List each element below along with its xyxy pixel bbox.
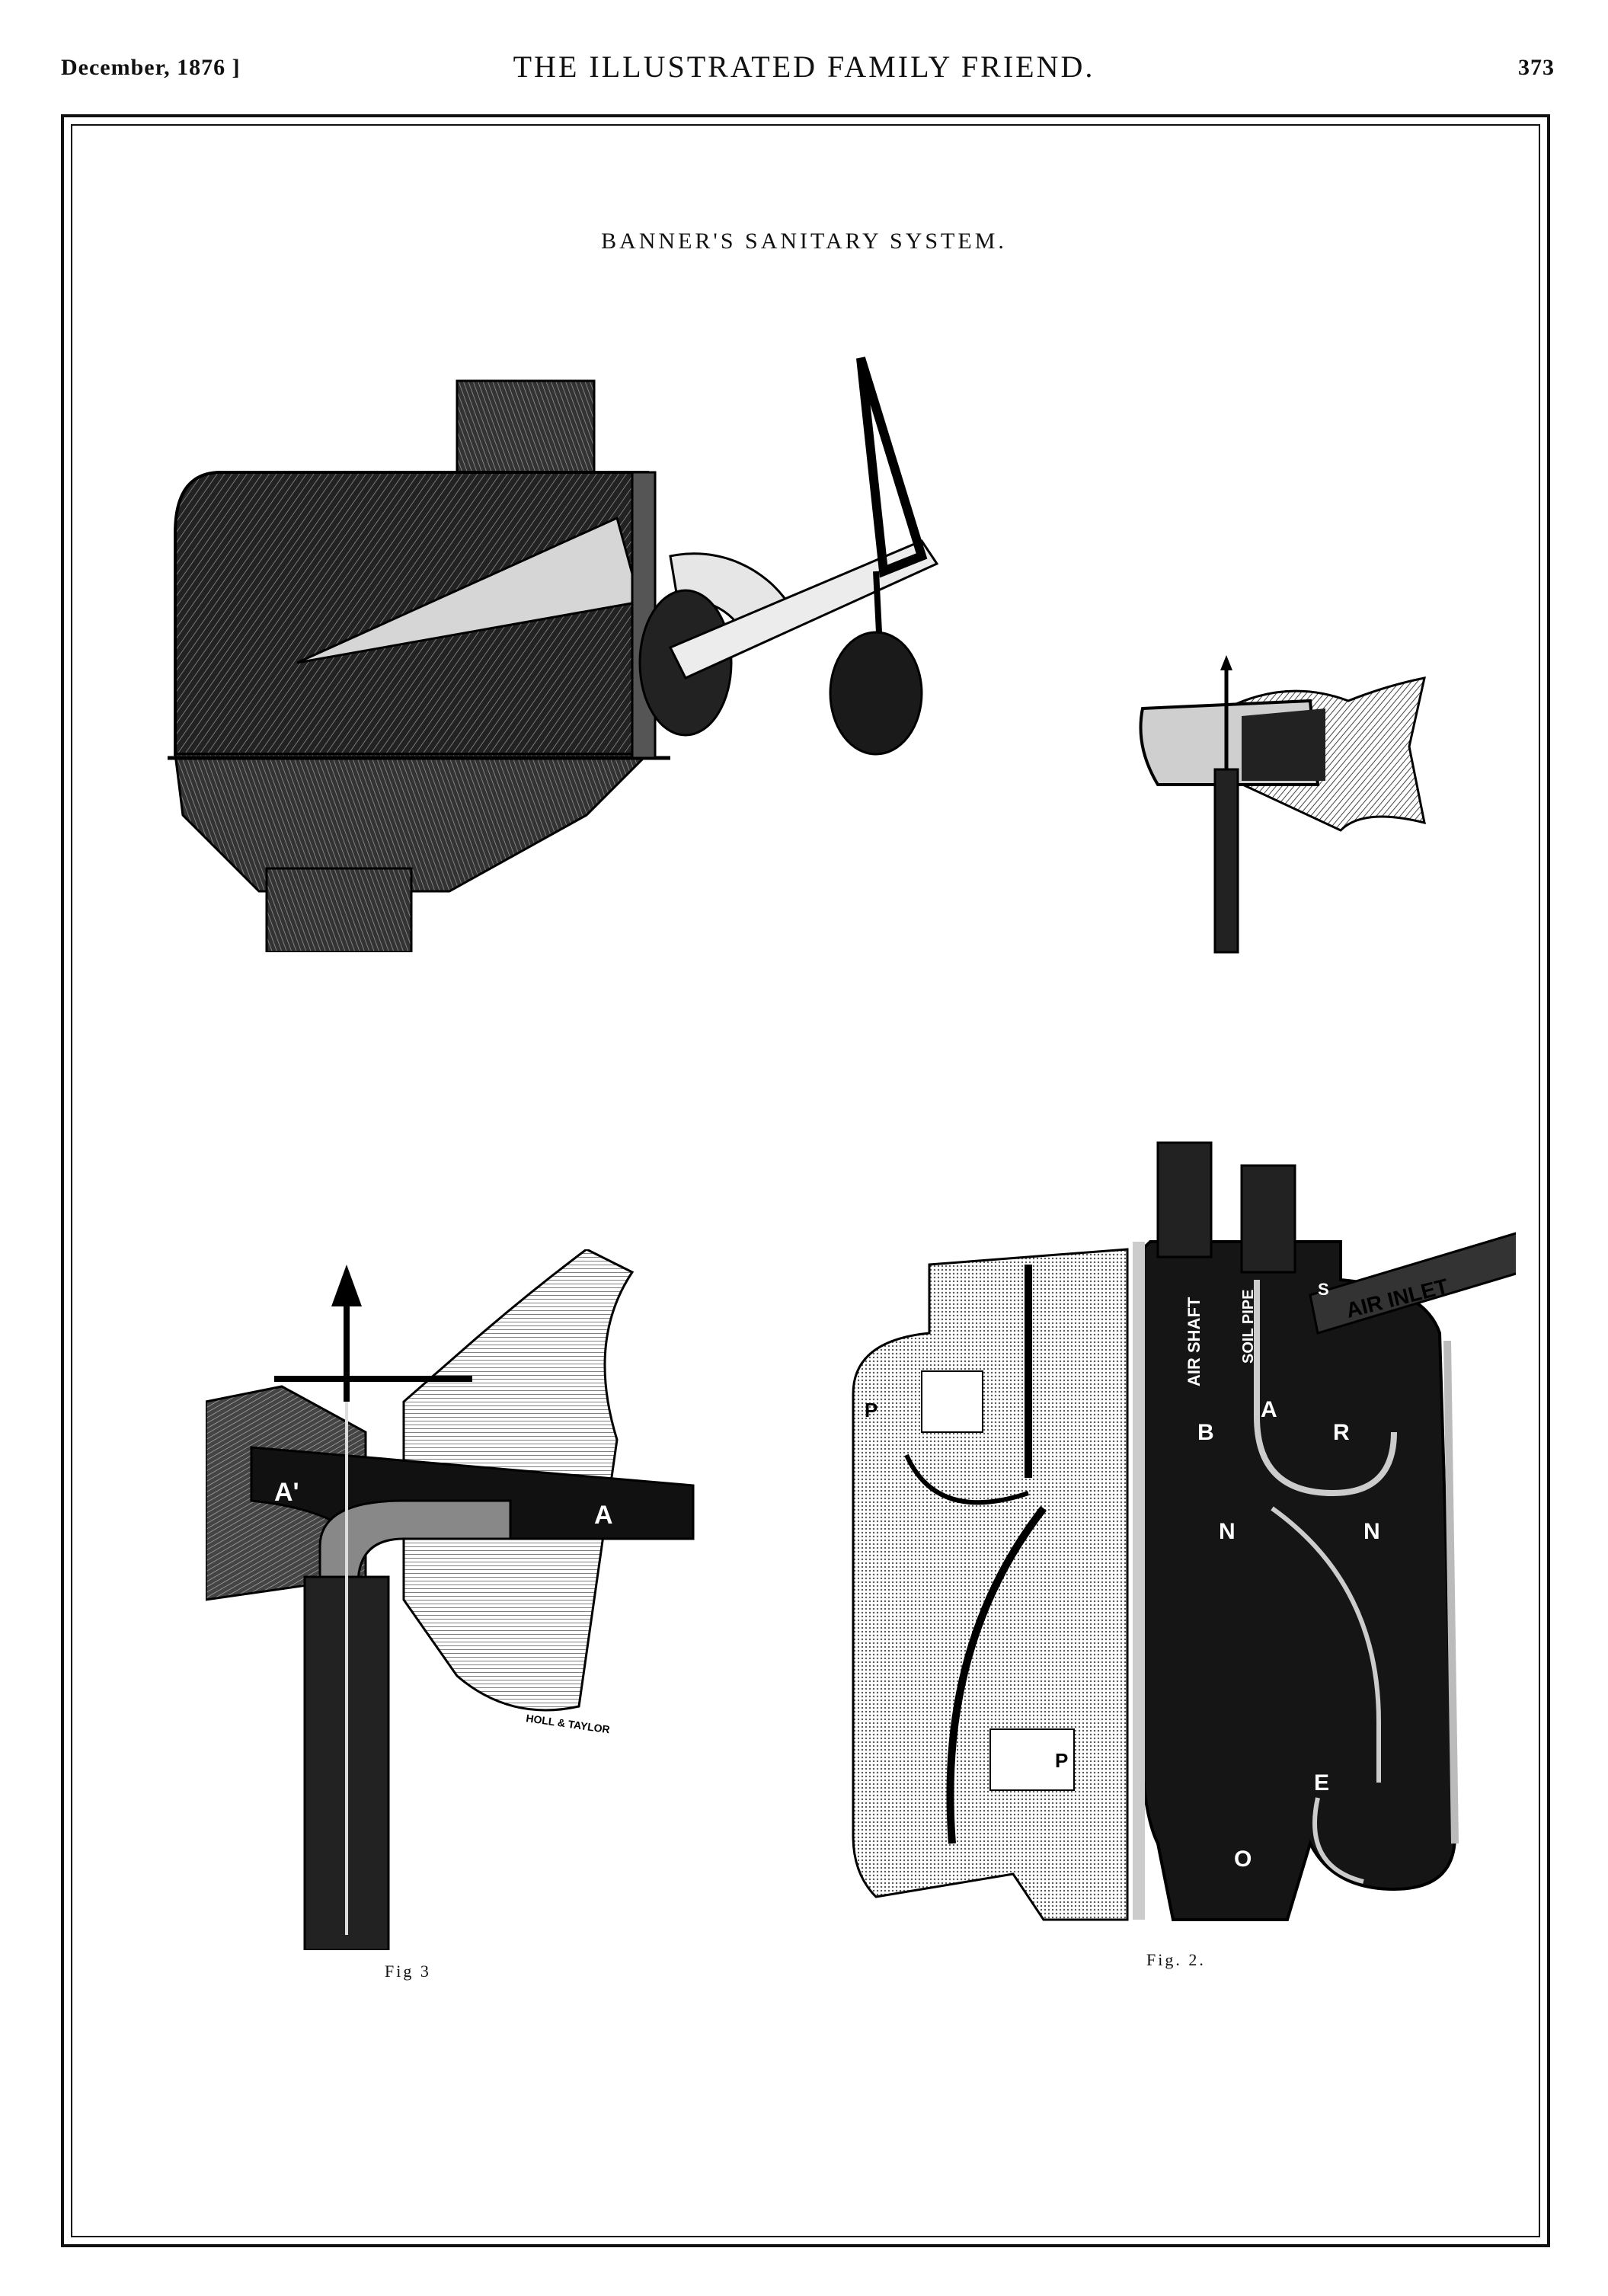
figure-2-label-r: R [1333, 1420, 1350, 1445]
figure-2-label-e: E [1314, 1770, 1329, 1796]
figure-2-label-b: B [1197, 1420, 1214, 1445]
figure-3-label-a: A [594, 1501, 613, 1530]
figure-ventilator-illustration [1139, 655, 1426, 954]
figure-cistern-illustration [168, 357, 939, 952]
plate-frame-inner [71, 124, 1540, 2237]
figure-3-caption: Fig 3 [385, 1962, 431, 1981]
header-page-number: 373 [1518, 55, 1555, 80]
figure-3-illustration: A' A HOLL & TAYLOR [206, 1249, 695, 1950]
figure-2-label-air-shaft: AIR SHAFT [1184, 1297, 1204, 1386]
plate-title: BANNER'S SANITARY SYSTEM. [601, 229, 1007, 254]
header-date: December, 1876 ] [61, 55, 241, 80]
plate-frame-outer [61, 114, 1550, 2247]
header-publication-title: THE ILLUSTRATED FAMILY FRIEND. [513, 50, 1095, 84]
figure-2-label-n-left: N [1219, 1519, 1236, 1544]
figure-2-label-soil-pipe: SOIL PIPE [1240, 1290, 1257, 1364]
figure-2-label-o: O [1234, 1847, 1252, 1872]
figure-2-label-n-right: N [1363, 1519, 1380, 1544]
figure-2-illustration: AIR INLET S AIR SHAFT SOIL PIPE B A R N … [852, 1141, 1516, 1921]
figure-2-caption: Fig. 2. [1146, 1950, 1206, 1969]
figure-2-label-p-top: P [865, 1399, 878, 1421]
figure-2-label-p-bottom: P [1055, 1749, 1068, 1772]
figure-3-label-a-prime: A' [274, 1478, 299, 1507]
figure-2-label-s: S [1318, 1280, 1329, 1299]
figure-3-engraver-signature: HOLL & TAYLOR [526, 1712, 611, 1735]
figure-2-label-a: A [1261, 1397, 1277, 1422]
